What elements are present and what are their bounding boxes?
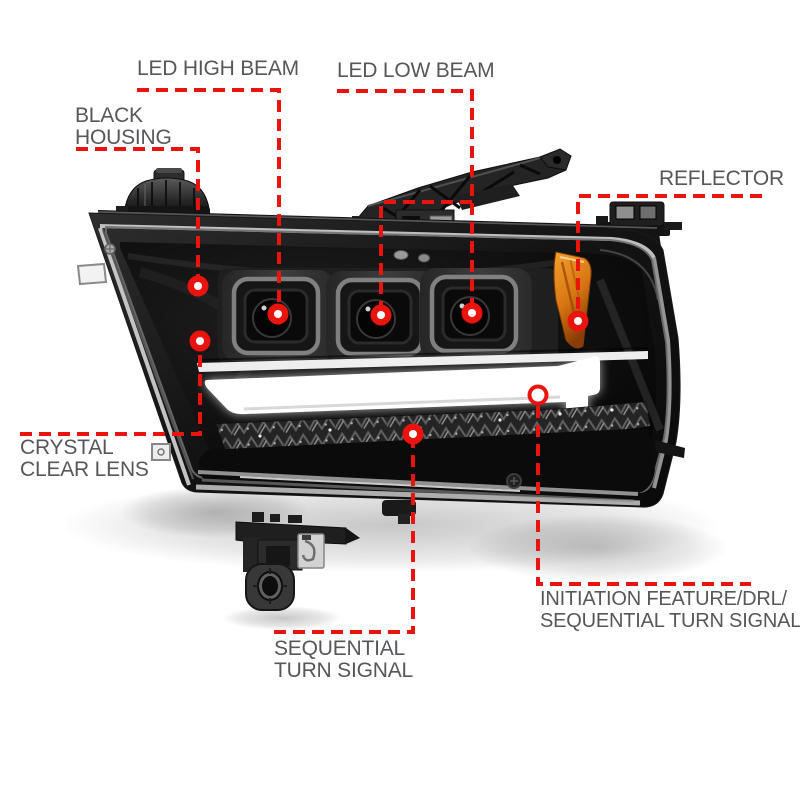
screw-details <box>104 243 430 263</box>
label-initiation-feature: INITIATION FEATURE/DRL/ SEQUENTIAL TURN … <box>540 588 800 632</box>
callout-dot-high-beam <box>267 303 289 325</box>
label-sequential-turn-signal: SEQUENTIAL TURN SIGNAL <box>274 638 413 681</box>
label-seq-line2: TURN SIGNAL <box>274 658 413 682</box>
label-reflector-text: REFLECTOR <box>659 167 784 190</box>
label-black-housing-line2: HOUSING <box>75 125 172 149</box>
label-led-low-beam-text: LED LOW BEAM <box>337 59 495 82</box>
side-tabs <box>76 262 171 461</box>
label-crystal-clear-lens: CRYSTAL CLEAR LENS <box>20 437 149 480</box>
callout-dot-black-housing <box>187 275 209 297</box>
drl-light-bar <box>204 356 600 452</box>
label-seq-line1: SEQUENTIAL <box>274 637 406 660</box>
label-black-housing: BLACK HOUSING <box>75 105 172 148</box>
mounting-bracket-bottom <box>235 500 416 611</box>
label-led-high-beam: LED HIGH BEAM <box>137 58 299 80</box>
label-black-housing-line1: BLACK <box>75 104 143 127</box>
label-crystal-line1: CRYSTAL <box>20 436 114 459</box>
callout-line-sequential-turn-signal <box>274 434 415 634</box>
callout-line-led-low-beam-branch <box>379 200 472 315</box>
callout-dot-crystal-clear-lens <box>189 330 211 352</box>
label-reflector: REFLECTOR <box>659 168 784 190</box>
callout-line-reflector <box>576 194 762 321</box>
label-init-line2: SEQUENTIAL TURN SIGNAL <box>540 610 800 632</box>
callout-line-crystal-clear-lens <box>20 341 202 436</box>
label-led-high-beam-text: LED HIGH BEAM <box>137 57 299 80</box>
callout-dot-initiation-feature <box>527 384 549 406</box>
upper-light-strip <box>197 351 648 372</box>
callout-line-black-housing <box>76 147 200 286</box>
callout-line-initiation-feature <box>536 406 751 586</box>
callout-dots <box>187 275 589 445</box>
label-led-low-beam: LED LOW BEAM <box>337 59 495 82</box>
label-init-line1: INITIATION FEATURE/DRL/ <box>540 588 787 610</box>
callout-dot-low-beam-outer <box>461 302 483 324</box>
lower-housing <box>197 428 685 503</box>
label-crystal-line2: CLEAR LENS <box>20 457 149 481</box>
callout-line-led-high-beam <box>137 88 281 314</box>
callout-line-led-low-beam <box>337 89 474 313</box>
callout-dot-low-beam-middle <box>370 304 392 326</box>
callout-dot-sequential-turn-signal <box>402 423 424 445</box>
callout-dot-reflector <box>567 310 589 332</box>
